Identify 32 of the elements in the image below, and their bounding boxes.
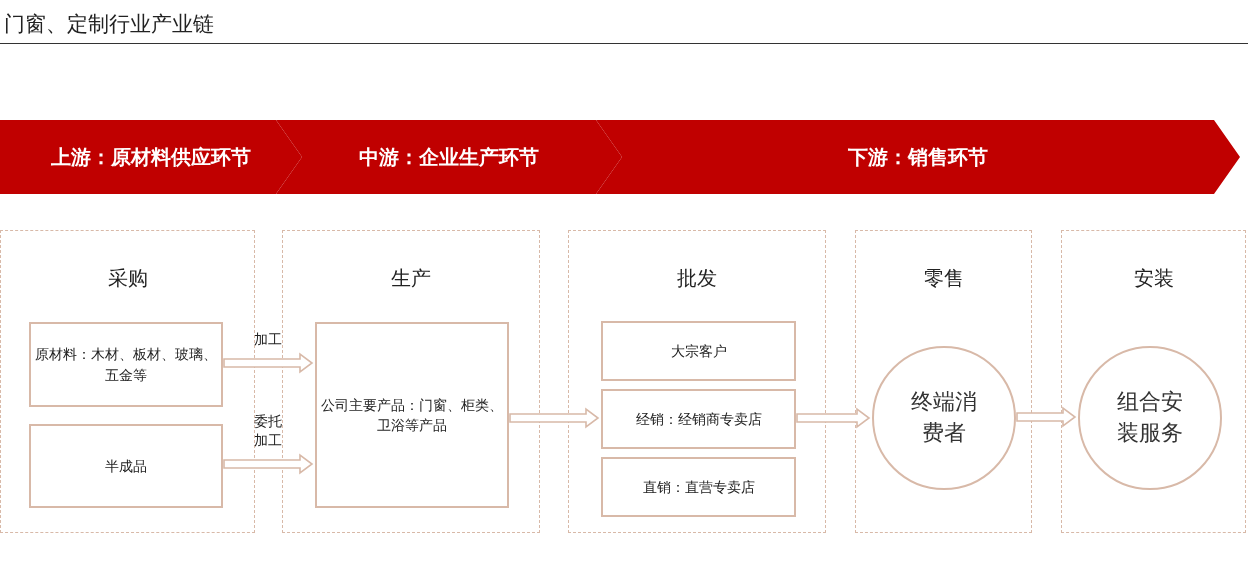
process-box [29, 424, 223, 508]
process-box [601, 321, 796, 381]
block-arrow [223, 453, 314, 475]
node-label: 公司主要产品：门窗、柜类、卫浴等产品 [320, 395, 504, 435]
node-label: 经销：经销商专卖店 [634, 409, 763, 429]
panel-heading: 生产 [390, 265, 432, 292]
process-box [29, 322, 223, 407]
edge-label: 委托加工 [253, 412, 283, 450]
edge-label: 加工 [253, 330, 283, 349]
node-label: 大宗客户 [669, 341, 728, 361]
node-label: 组合安装服务 [1116, 388, 1184, 447]
panel-heading: 采购 [106, 265, 149, 292]
process-circle [872, 346, 1016, 490]
process-box [601, 389, 796, 449]
node-label: 原材料：木材、板材、玻璃、五金等 [34, 345, 218, 385]
panel-heading: 零售 [922, 265, 965, 292]
banner-label: 下游：销售环节 [848, 143, 988, 171]
node-label: 半成品 [104, 456, 148, 476]
panel-heading: 安装 [1132, 265, 1175, 292]
banner-label: 上游：原材料供应环节 [51, 143, 251, 171]
block-arrow [1016, 406, 1077, 428]
banner-label: 中游：企业生产环节 [359, 143, 539, 171]
block-arrow [223, 352, 314, 374]
node-label: 终端消费者 [910, 388, 978, 447]
diagram-title: 门窗、定制行业产业链 [4, 11, 214, 38]
block-arrow [509, 407, 600, 429]
process-box [601, 457, 796, 517]
block-arrow [796, 407, 871, 429]
process-circle [1078, 346, 1222, 490]
node-label: 直销：直营专卖店 [641, 477, 756, 497]
panel-heading: 批发 [676, 265, 718, 292]
process-box [315, 322, 509, 508]
